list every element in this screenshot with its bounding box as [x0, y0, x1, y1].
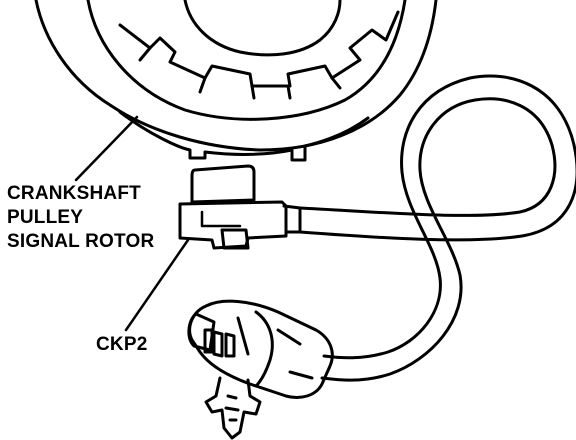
harness-cable-inner: [298, 74, 576, 360]
connector-pins: [203, 328, 236, 358]
pulley-outer-ring: [86, 0, 407, 121]
connector-seam: [254, 310, 274, 388]
crankshaft-pulley-signal-rotor-label: CRANKSHAFT PULLEY SIGNAL ROTOR: [7, 182, 154, 254]
pulley-inner-hub: [183, 0, 342, 57]
connector-clip-ribs: [224, 394, 240, 422]
label-line-2: PULLEY: [7, 207, 84, 228]
sensor-body-top: [190, 164, 256, 204]
signal-rotor-inner-steps: [138, 46, 342, 100]
label-line-3: SIGNAL ROTOR: [7, 231, 155, 252]
connector-ribs: [236, 316, 314, 380]
harness-cable-outer: [298, 97, 557, 382]
ckp2-label: CKP2: [96, 334, 148, 355]
pulley-leader-line: [74, 115, 139, 182]
housing-lower-edge: [118, 110, 370, 162]
sensor-leader-line: [124, 238, 190, 332]
sensor-bolt: [220, 228, 250, 250]
label-line-1: CRANKSHAFT: [7, 183, 141, 204]
sensor-flange-detail: [200, 210, 242, 228]
connector-clip: [204, 376, 262, 440]
connector-body: [188, 299, 334, 399]
cable-gland: [282, 204, 302, 234]
connector-latch: [187, 312, 216, 352]
signal-rotor-teeth: [118, 10, 400, 88]
pulley-outer-housing: [34, 0, 438, 152]
